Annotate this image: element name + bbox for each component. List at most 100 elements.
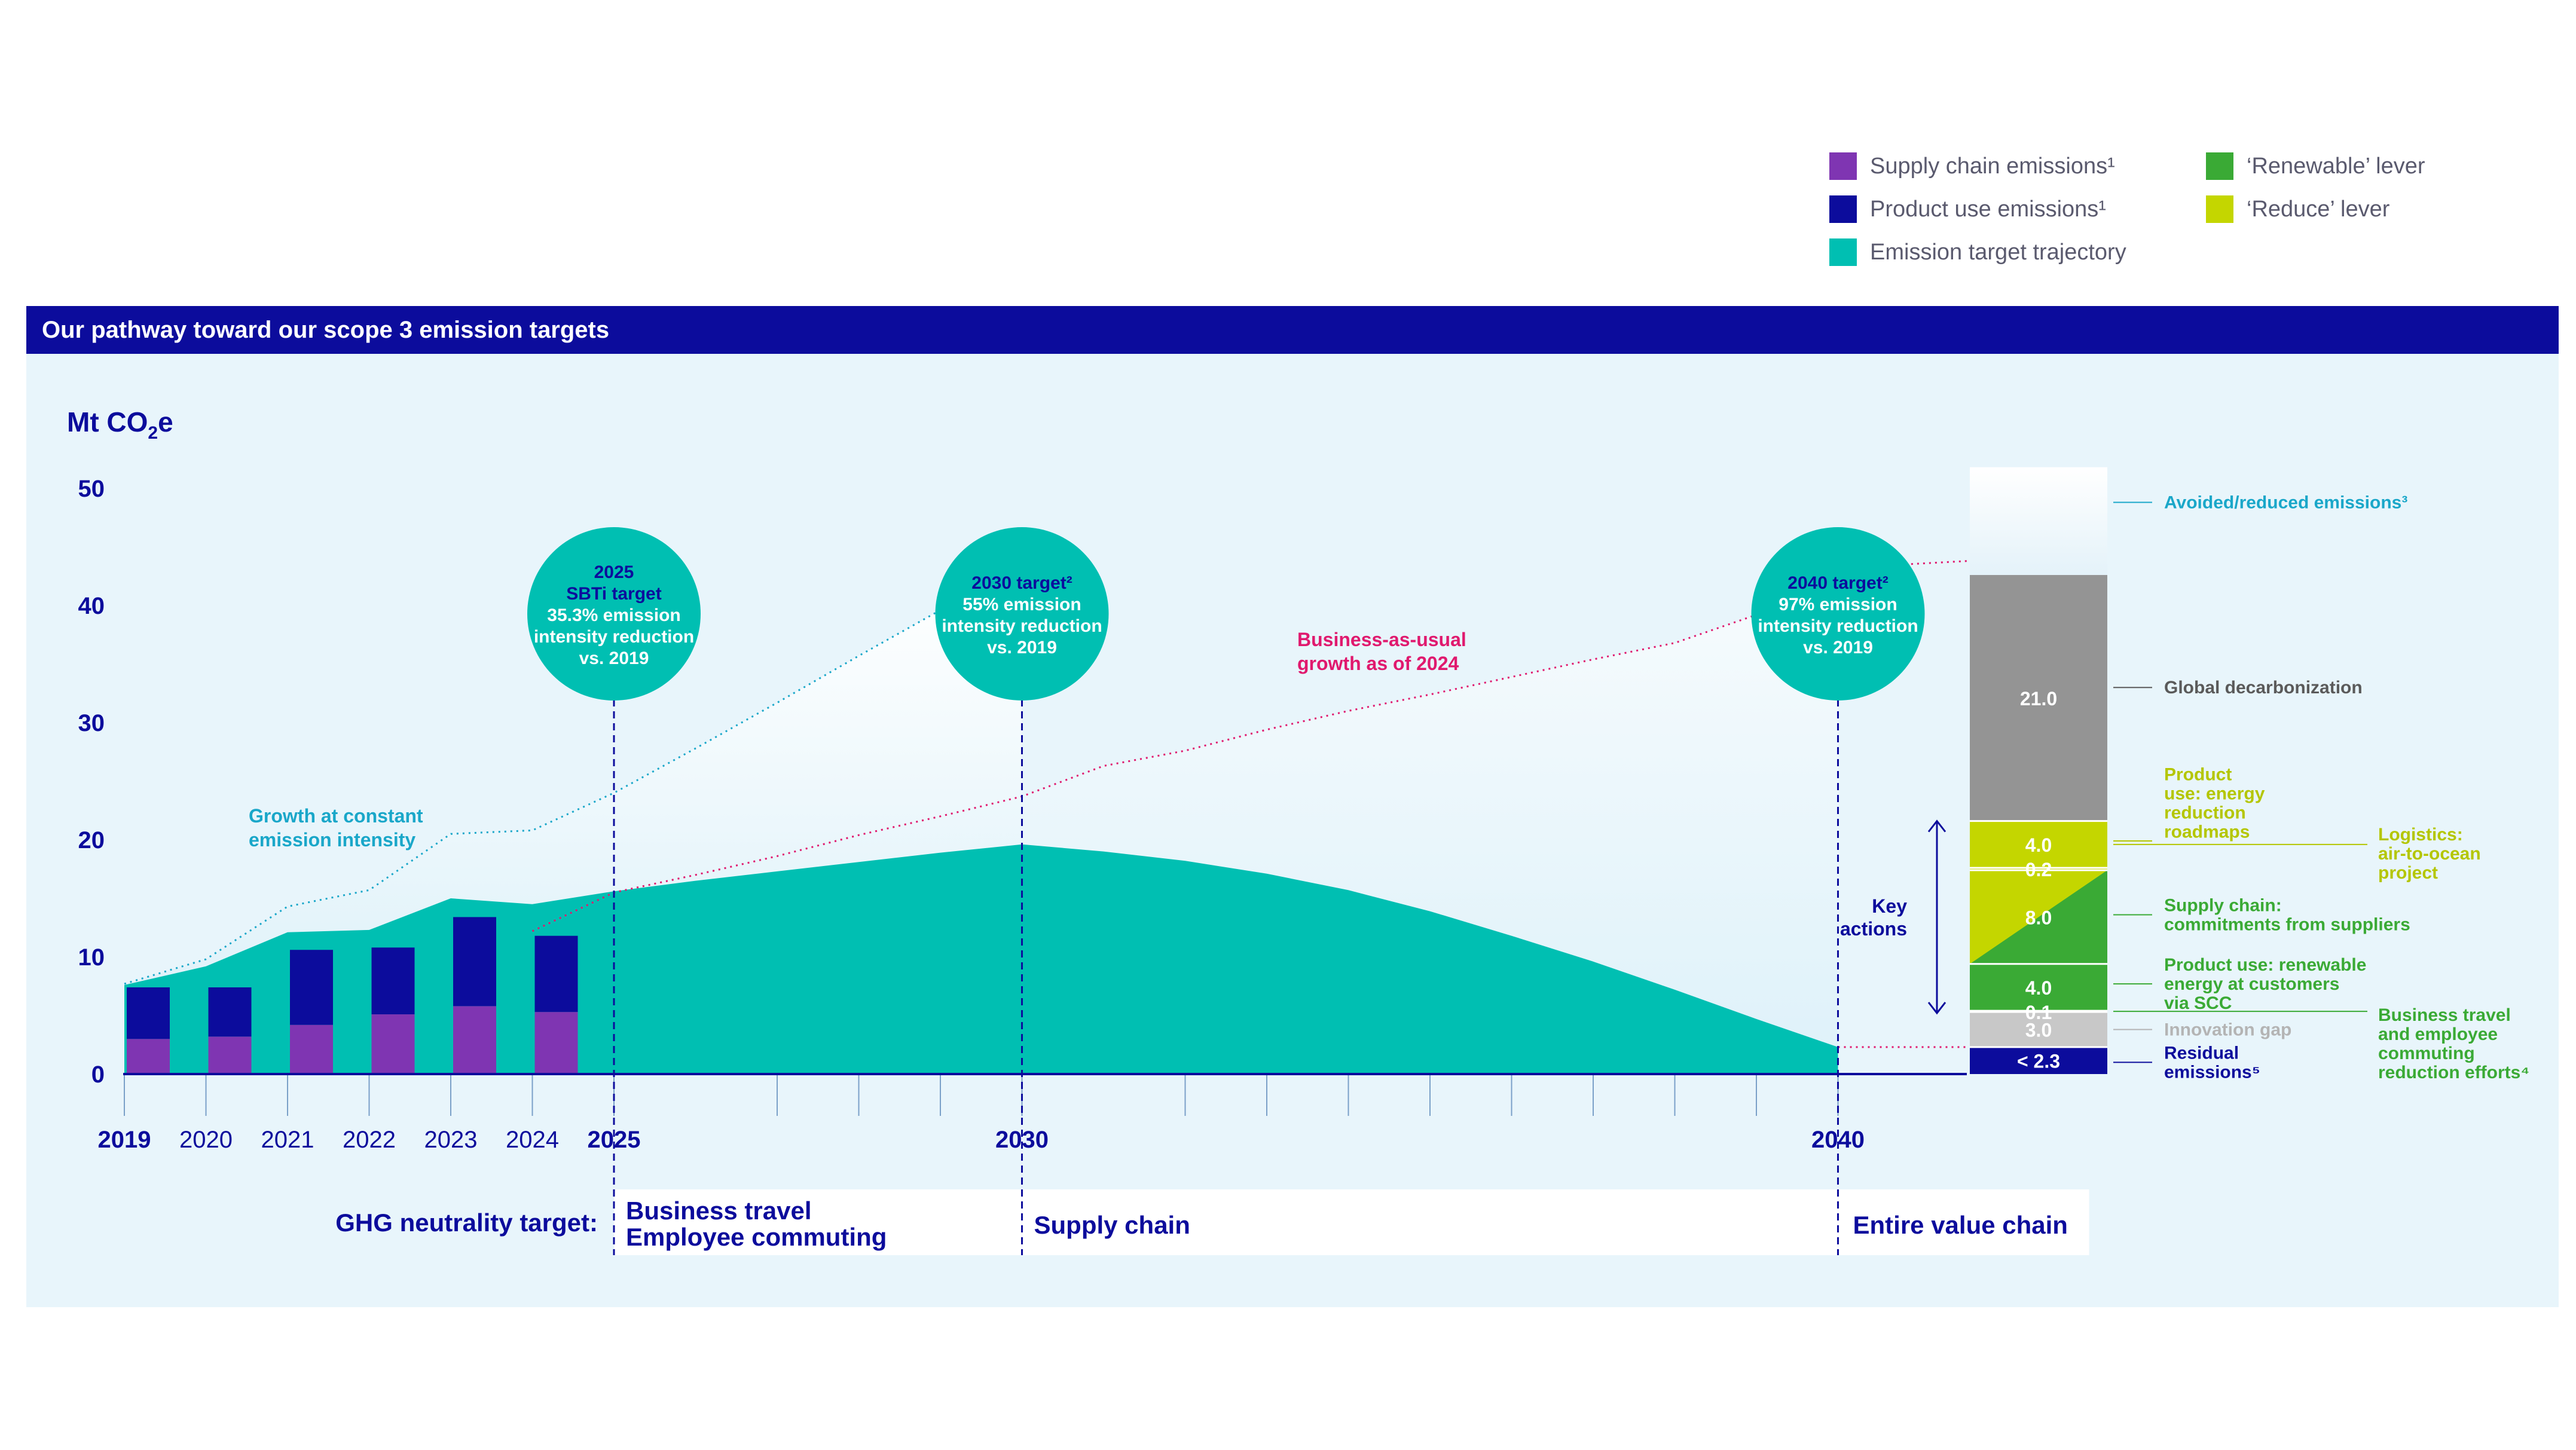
x-tick-label: 2024	[506, 1127, 559, 1153]
bar-supply-chain	[208, 1036, 252, 1074]
stack-segment-split	[1970, 870, 2107, 964]
target-label: vs. 2019	[1803, 638, 1873, 657]
stack-right-label: Residual	[2164, 1043, 2239, 1063]
key-actions-arrow-down	[1927, 1002, 1946, 1015]
bar-product-use	[371, 947, 415, 1015]
y-tick-label: 30	[78, 710, 105, 736]
stack-right-label: emissions⁵	[2164, 1062, 2260, 1082]
bar-product-use	[453, 917, 496, 1007]
key-actions-label: Key	[1872, 895, 1907, 917]
target-circle	[1751, 527, 1925, 700]
stack-right-label: use: energy	[2164, 784, 2265, 804]
bar-product-use	[534, 935, 578, 1012]
bar-product-use	[127, 987, 170, 1039]
target-label: intensity reduction	[1758, 616, 1918, 636]
target-label: intensity reduction	[942, 616, 1102, 636]
stack-segment	[1970, 575, 2107, 821]
stack-far-label: project	[2378, 863, 2438, 883]
ghg-item: Business travel	[626, 1197, 812, 1225]
target-label: vs. 2019	[579, 648, 649, 668]
stack-segment	[1970, 868, 2107, 870]
stack-right-label: via SCC	[2164, 993, 2232, 1013]
stack-segment	[1970, 963, 2107, 1011]
legend-item-reduce: ‘Reduce’ lever	[2206, 195, 2389, 223]
stack-right-label: Product	[2164, 765, 2232, 785]
chart-title-banner: Our pathway toward our scope 3 emission …	[26, 306, 2559, 354]
growth-annotation: Growth at constant	[249, 805, 423, 827]
stack-right-label: Global decarbonization	[2164, 678, 2363, 698]
x-tick-label: 2025	[588, 1127, 641, 1153]
target-label: 2040 target²	[1787, 573, 1888, 593]
x-tick-label: 2040	[1811, 1127, 1865, 1153]
ghg-item: Supply chain	[1034, 1211, 1190, 1239]
stack-value-label: 0.1	[2025, 1002, 2052, 1023]
legend-item-trajectory: Emission target trajectory	[1829, 238, 2126, 266]
y-tick-label: 10	[78, 944, 105, 971]
stack-segment	[1970, 1012, 2107, 1047]
stack-right-label: energy at customers	[2164, 974, 2339, 994]
stack-right-label: roadmaps	[2164, 822, 2250, 842]
y-tick-label: 50	[78, 476, 105, 502]
legend: Supply chain emissions¹ Product use emis…	[1829, 152, 2547, 284]
stack-value-label: 4.0	[2025, 977, 2052, 999]
target-label: 55% emission	[962, 595, 1081, 614]
x-tick-label: 2020	[179, 1127, 233, 1153]
bar-product-use	[208, 987, 252, 1037]
stack-right-label: Supply chain:	[2164, 895, 2282, 915]
legend-item-supply-chain: Supply chain emissions¹	[1829, 152, 2115, 180]
stack-segment	[1970, 1047, 2107, 1074]
stack-avoided	[1970, 467, 2107, 576]
stack-right-label: commitments from suppliers	[2164, 914, 2410, 934]
stack-value-label: 21.0	[2020, 688, 2057, 709]
key-actions-label: actions	[1840, 918, 1907, 940]
legend-swatch	[1829, 195, 1857, 223]
stack-right-label: Avoided/reduced emissions³	[2164, 493, 2407, 513]
stack-right-label: Innovation gap	[2164, 1020, 2291, 1040]
stack-far-label: and employee	[2378, 1024, 2498, 1044]
x-tick-label: 2021	[261, 1127, 314, 1153]
bar-supply-chain	[371, 1014, 415, 1074]
stack-far-label: air-to-ocean	[2378, 844, 2481, 864]
stack-value-label: 8.0	[2025, 907, 2052, 928]
legend-swatch	[2206, 152, 2233, 180]
stack-right-label: Product use: renewable	[2164, 955, 2366, 975]
legend-label: ‘Renewable’ lever	[2247, 153, 2425, 179]
target-label: 2030 target²	[971, 573, 1072, 593]
growth-annotation: emission intensity	[249, 829, 415, 851]
stack-value-label: 4.0	[2025, 834, 2052, 856]
chart-title: Our pathway toward our scope 3 emission …	[42, 317, 610, 343]
stack-value-label: 0.2	[2025, 859, 2052, 880]
x-tick-label: 2022	[343, 1127, 396, 1153]
y-tick-label: 40	[78, 593, 105, 619]
y-tick-label: 20	[78, 827, 105, 854]
target-label: intensity reduction	[534, 627, 694, 647]
ghg-label: GHG neutrality target:	[335, 1209, 598, 1237]
stack-far-label: reduction efforts⁴	[2378, 1063, 2529, 1082]
bar-product-use	[290, 950, 333, 1025]
legend-label: Emission target trajectory	[1870, 239, 2126, 265]
target-label: 2025	[594, 562, 634, 582]
bar-supply-chain	[290, 1024, 333, 1074]
target-circle	[527, 527, 701, 700]
bar-supply-chain	[127, 1039, 170, 1074]
target-label: 97% emission	[1779, 595, 1897, 614]
target-circle	[935, 527, 1109, 700]
legend-swatch	[2206, 195, 2233, 223]
x-tick-label: 2030	[995, 1127, 1049, 1153]
legend-label: ‘Reduce’ lever	[2247, 196, 2390, 222]
bar-supply-chain	[453, 1006, 496, 1074]
growth-constant-line	[124, 592, 1022, 985]
stack-far-label: commuting	[2378, 1044, 2475, 1063]
legend-item-renewable: ‘Renewable’ lever	[2206, 152, 2425, 180]
x-tick-label: 2023	[424, 1127, 478, 1153]
legend-item-product-use: Product use emissions¹	[1829, 195, 2106, 223]
key-actions-arrow-up	[1927, 819, 1946, 833]
target-label: vs. 2019	[987, 638, 1057, 657]
bar-supply-chain	[534, 1012, 578, 1074]
ghg-row-bg	[614, 1189, 2089, 1255]
stack-value-label: 3.0	[2025, 1020, 2052, 1041]
ghg-item: Employee commuting	[626, 1223, 887, 1251]
legend-label: Product use emissions¹	[1870, 196, 2106, 222]
stack-right-label: reduction	[2164, 803, 2246, 823]
